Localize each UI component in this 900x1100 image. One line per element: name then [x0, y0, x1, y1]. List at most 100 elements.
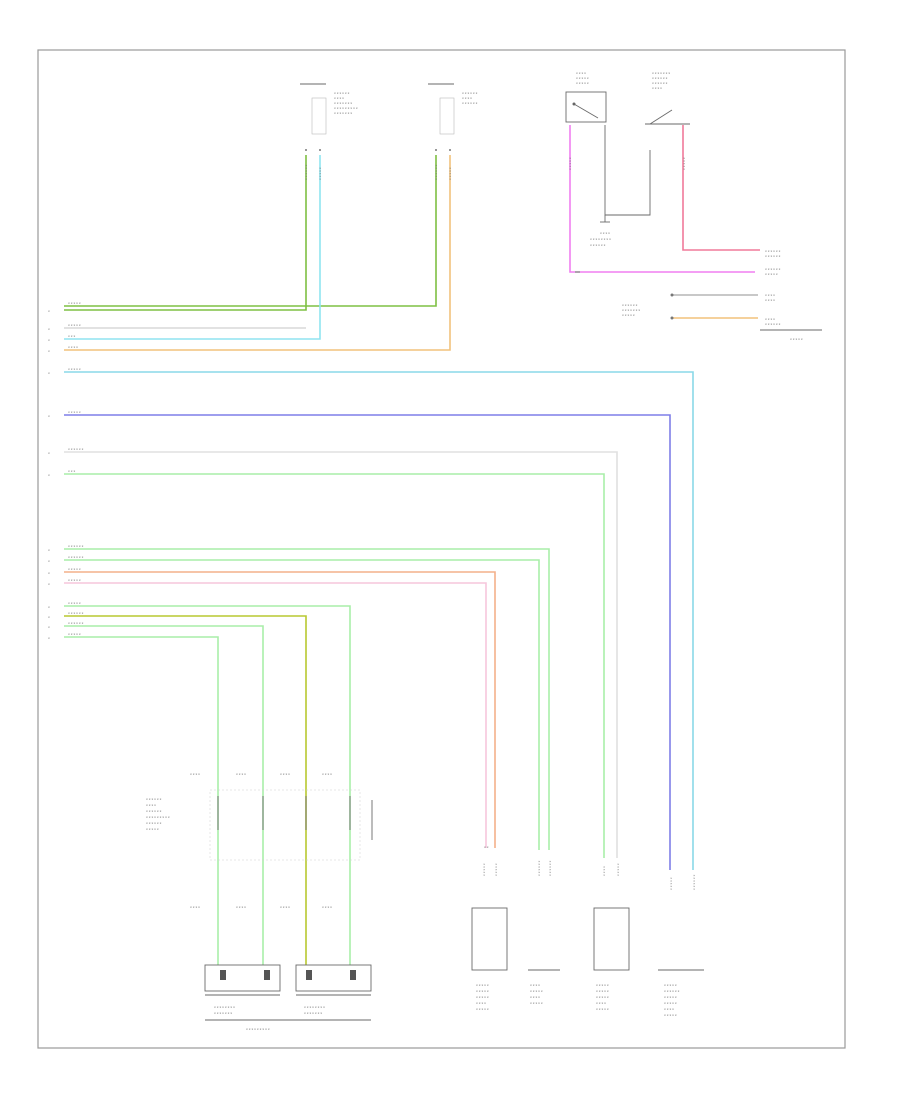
svg-text:x: x: [48, 571, 50, 575]
svg-text:x x x x x: x x x x x: [664, 1001, 677, 1005]
svg-text:x x x x: x x x x: [600, 231, 610, 235]
svg-text:x x x x x x: x x x x x x: [537, 860, 541, 876]
speaker-center-2: x x x x x x x x x x x x x x x x x x: [528, 969, 560, 1005]
svg-text:x: x: [48, 473, 50, 477]
wire-pink: [682, 125, 760, 251]
top-speaker-left: x x x x x x x x x x x x x x x x x x x x …: [300, 83, 358, 151]
svg-text:x x x x x: x x x x x: [494, 863, 498, 876]
svg-text:x x x x x x: x x x x x x: [146, 809, 162, 813]
svg-text:x x x x x: x x x x x: [568, 157, 572, 170]
speaker-left-front: x x x x x x x x x x x x x x x: [204, 964, 281, 1015]
svg-text:x x x x x x: x x x x x x: [68, 611, 84, 615]
svg-text:x x x x x x: x x x x x x: [692, 874, 696, 890]
wire-olive: [64, 615, 307, 965]
svg-text:x x x x x x: x x x x x x: [146, 821, 162, 825]
svg-text:x: x: [48, 451, 50, 455]
svg-text:x x x x x: x x x x x: [68, 601, 81, 605]
wire-lg-a: [64, 548, 550, 850]
svg-text:x: x: [48, 636, 50, 640]
svg-text:x x x x x x x x x: x x x x x x x x x: [334, 106, 358, 110]
svg-text:x x x x x x x x x: x x x x x x x x x: [246, 1027, 270, 1031]
svg-text:x x x x: x x x x: [602, 866, 606, 876]
svg-text:x x x x x: x x x x x: [448, 167, 452, 180]
svg-text:x x x x x x: x x x x x x: [652, 76, 668, 80]
svg-text:x x x x: x x x x: [652, 86, 662, 90]
svg-text:x x x x x x x: x x x x x x x: [652, 71, 670, 75]
svg-text:x x x x x: x x x x x: [318, 167, 322, 180]
svg-text:x x x x x x x: x x x x x x x: [334, 111, 352, 115]
svg-text:x x x x: x x x x: [765, 298, 775, 302]
svg-text:x x x x: x x x x: [664, 1007, 674, 1011]
svg-text:x x x x x: x x x x x: [68, 578, 81, 582]
svg-text:x x x x: x x x x: [530, 995, 540, 999]
svg-text:x x x x: x x x x: [190, 772, 200, 776]
wire-lg-c: [64, 605, 351, 965]
svg-text:x x x x x: x x x x x: [68, 367, 81, 371]
svg-text:x: x: [48, 309, 50, 313]
wire-green-1: [64, 155, 307, 311]
svg-text:x x x x x x x x: x x x x x x x x: [304, 1005, 325, 1009]
svg-text:x x x x x: x x x x x: [68, 323, 81, 327]
svg-text:x x x x x: x x x x x: [616, 863, 620, 876]
speaker-center-3: x x x x x x x x x x x x x x x x x x x x …: [593, 907, 630, 1011]
svg-text:x x x x x: x x x x x: [682, 157, 686, 170]
wire-cyan-long: [64, 371, 694, 870]
svg-text:x x x: x x x: [68, 334, 75, 338]
top-speaker-right: x x x x x x x x x x x x x x x x: [428, 83, 478, 151]
svg-text:x x x: x x x: [68, 469, 75, 473]
svg-text:x x x x x x x: x x x x x x x: [622, 308, 640, 312]
wire-salmon: [64, 571, 496, 848]
vertical-wire-labels: x x x x x x x x x x x x x x x x x x x x …: [304, 157, 696, 890]
svg-text:x x x x x x: x x x x x x: [68, 621, 84, 625]
svg-text:x x x x x: x x x x x: [68, 632, 81, 636]
svg-text:x x x x: x x x x: [190, 905, 200, 909]
wire-lg-b: [64, 559, 540, 850]
svg-text:x x x x x: x x x x x: [476, 995, 489, 999]
svg-text:x x x x: x x x x: [280, 772, 290, 776]
svg-text:x x x x x: x x x x x: [68, 301, 81, 305]
svg-text:x x x x: x x x x: [596, 1001, 606, 1005]
svg-text:x x x x x x: x x x x x x: [765, 322, 781, 326]
svg-text:x x x x x x: x x x x x x: [652, 81, 668, 85]
svg-text:x x x x x x: x x x x x x: [765, 254, 781, 258]
wire-orange-1: [64, 155, 451, 351]
svg-text:x x x x x x: x x x x x x: [590, 243, 606, 247]
svg-text:x: x: [48, 338, 50, 342]
wire-green-2: [64, 155, 437, 307]
svg-text:x x x x x x: x x x x x x: [622, 303, 638, 307]
svg-text:x x x x: x x x x: [765, 293, 775, 297]
svg-text:x x x x: x x x x: [146, 803, 156, 807]
svg-text:x x x x x x: x x x x x x: [304, 164, 308, 180]
svg-text:x x x x x x x x: x x x x x x x x: [590, 237, 611, 241]
svg-text:x x x x: x x x x: [765, 317, 775, 321]
svg-text:x: x: [48, 625, 50, 629]
svg-text:x x x x: x x x x: [576, 71, 586, 75]
svg-text:x x x x x x x: x x x x x x x: [304, 1011, 322, 1015]
lower-left-network: x x x x x x x x x x x x x x x x x x x x …: [146, 772, 373, 909]
svg-text:x x: x x: [484, 845, 489, 849]
svg-text:x x x x x: x x x x x: [664, 995, 677, 999]
svg-text:x x x x x x: x x x x x x: [462, 91, 478, 95]
right-connector-labels: x x x x x x x x x x x x x x x x x x x x …: [622, 249, 822, 341]
wire-magenta: [569, 125, 755, 273]
svg-text:x x x x x: x x x x x: [790, 337, 803, 341]
svg-text:x x x x x x: x x x x x x: [68, 555, 84, 559]
svg-text:x: x: [48, 349, 50, 353]
left-pin-labels: x x x x x x x x x x x x x x x x x x x x …: [48, 301, 84, 640]
wire-lightgreen-long: [64, 473, 605, 858]
svg-text:x x x x: x x x x: [322, 905, 332, 909]
svg-text:x x x x: x x x x: [462, 96, 472, 100]
svg-text:x x x x: x x x x: [236, 772, 246, 776]
svg-text:x x x x x: x x x x x: [146, 827, 159, 831]
svg-text:x x x x x x x x: x x x x x x x x: [214, 1005, 235, 1009]
svg-text:x x x x x: x x x x x: [68, 567, 81, 571]
svg-text:x x x x x: x x x x x: [68, 410, 81, 414]
svg-text:x x x x x x: x x x x x x: [548, 860, 552, 876]
svg-text:x: x: [48, 327, 50, 331]
wire-lg-d: [64, 625, 264, 965]
svg-text:x x x x x: x x x x x: [622, 313, 635, 317]
svg-text:x x x x: x x x x: [322, 772, 332, 776]
speaker-subwoofer: x x x x x x x x x x x x x x x x x x x x …: [658, 969, 704, 1017]
wire-lightpink: [64, 582, 487, 848]
